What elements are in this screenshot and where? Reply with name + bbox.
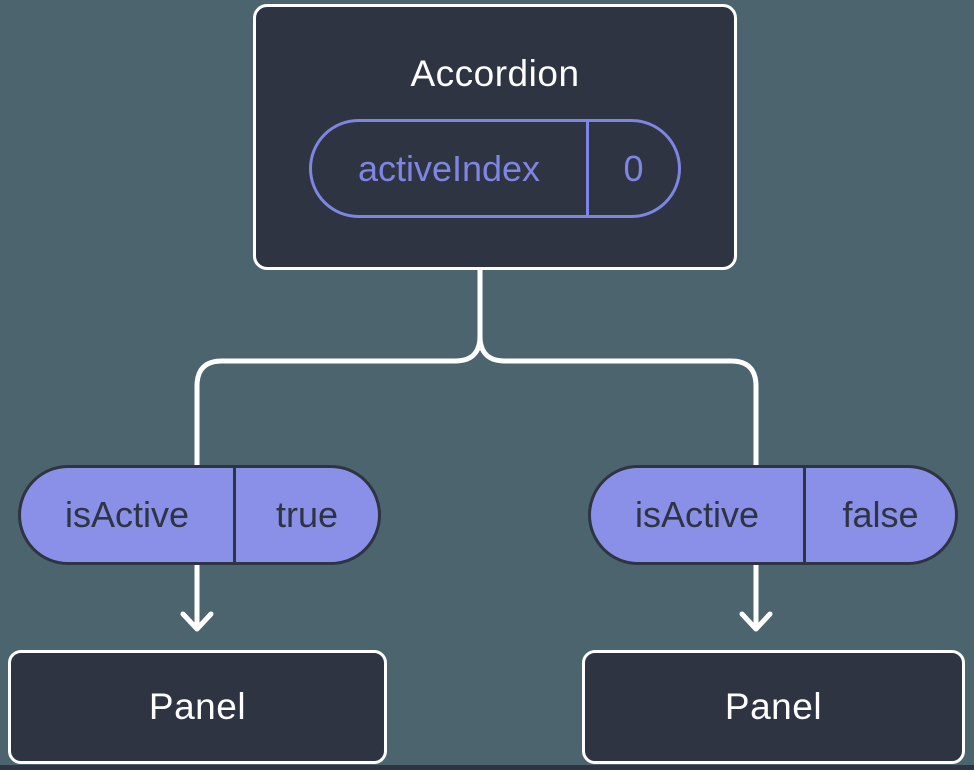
panel-node-label: Panel — [724, 686, 823, 727]
accordion-node-title: Accordion — [410, 53, 580, 94]
state-prop-value: 0 — [623, 147, 644, 189]
prop-name-left: isActive — [21, 468, 236, 562]
prop-name-right: isActive — [591, 468, 806, 562]
prop-pill-right: isActive false — [588, 465, 958, 565]
prop-value-right: false — [842, 494, 919, 535]
state-prop-pill: activeIndex 0 — [309, 119, 681, 218]
panel-node-label: Panel — [148, 686, 247, 727]
accordion-node: Accordion activeIndex 0 — [253, 4, 737, 270]
prop-pill-left: isActive true — [18, 465, 381, 565]
down-arrow-icon — [180, 555, 214, 632]
down-arrow-icon — [739, 555, 773, 632]
prop-value-left: true — [275, 494, 339, 535]
branch-line-left — [194, 259, 483, 473]
bottom-edge-strip — [0, 765, 974, 770]
panel-node-left: Panel — [8, 650, 387, 764]
state-prop-name: activeIndex — [312, 122, 589, 215]
arrow-head-left — [180, 611, 214, 632]
panel-node-right: Panel — [582, 650, 965, 764]
branch-line-right — [477, 259, 759, 473]
arrow-head-right — [739, 611, 773, 632]
